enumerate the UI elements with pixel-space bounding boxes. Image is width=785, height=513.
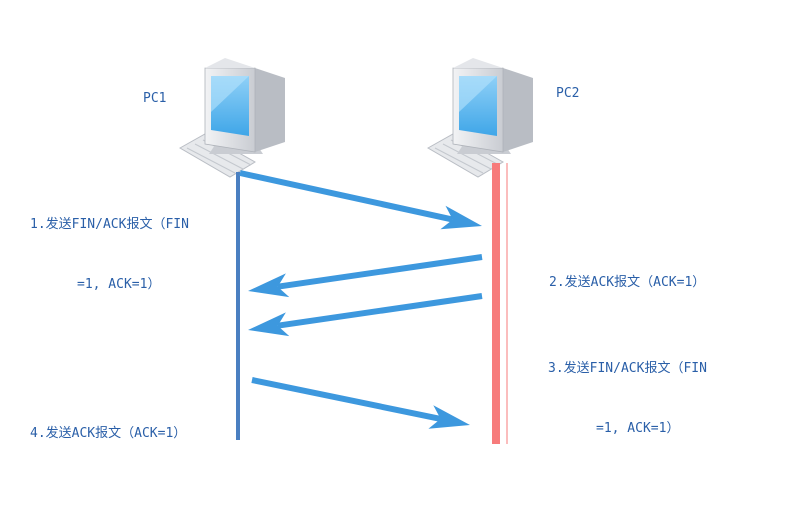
step-2-line1: 2.发送ACK报文（ACK=1） [549,275,706,290]
step-1-line2: =1, ACK=1） [77,277,161,292]
arrow-1-pc1-to-pc2-shaft [239,170,454,223]
step-4-label: 4.发送ACK报文（ACK=1） [30,384,186,484]
arrow-3-pc2-to-pc1 [248,293,483,337]
pc1-computer-icon [179,57,286,178]
arrow-4-pc1-to-pc2-shaft [251,377,442,422]
step-2-label: 2.发送ACK报文（ACK=1） [549,233,705,333]
step-3-line1: 3.发送FIN/ACK报文（FIN [548,361,707,376]
arrow-2-pc2-to-pc1-shaft [277,254,483,290]
pc1-label: PC1 [143,91,167,106]
step-4-line1: 4.发送ACK报文（ACK=1） [30,426,187,441]
arrow-4-pc1-to-pc2 [251,377,470,429]
pc2-computer-icon [427,57,534,178]
message-arrows [239,170,483,429]
arrow-3-pc2-to-pc1-shaft [277,293,483,329]
step-3-line2: =1, ACK=1） [596,421,680,436]
arrow-2-pc2-to-pc1-head [248,273,290,298]
step-1-line1: 1.发送FIN/ACK报文（FIN [30,217,189,232]
step-1-label: 1.发送FIN/ACK报文（FIN =1, ACK=1） [30,175,189,335]
step-3-label: 3.发送FIN/ACK报文（FIN =1, ACK=1） [548,319,707,479]
arrow-1-pc1-to-pc2 [239,170,482,230]
arrow-4-pc1-to-pc2-head [428,405,470,429]
pc2-label: PC2 [556,86,580,101]
arrow-3-pc2-to-pc1-head [248,312,290,337]
arrow-1-pc1-to-pc2-head [440,205,482,230]
arrow-2-pc2-to-pc1 [248,254,483,298]
